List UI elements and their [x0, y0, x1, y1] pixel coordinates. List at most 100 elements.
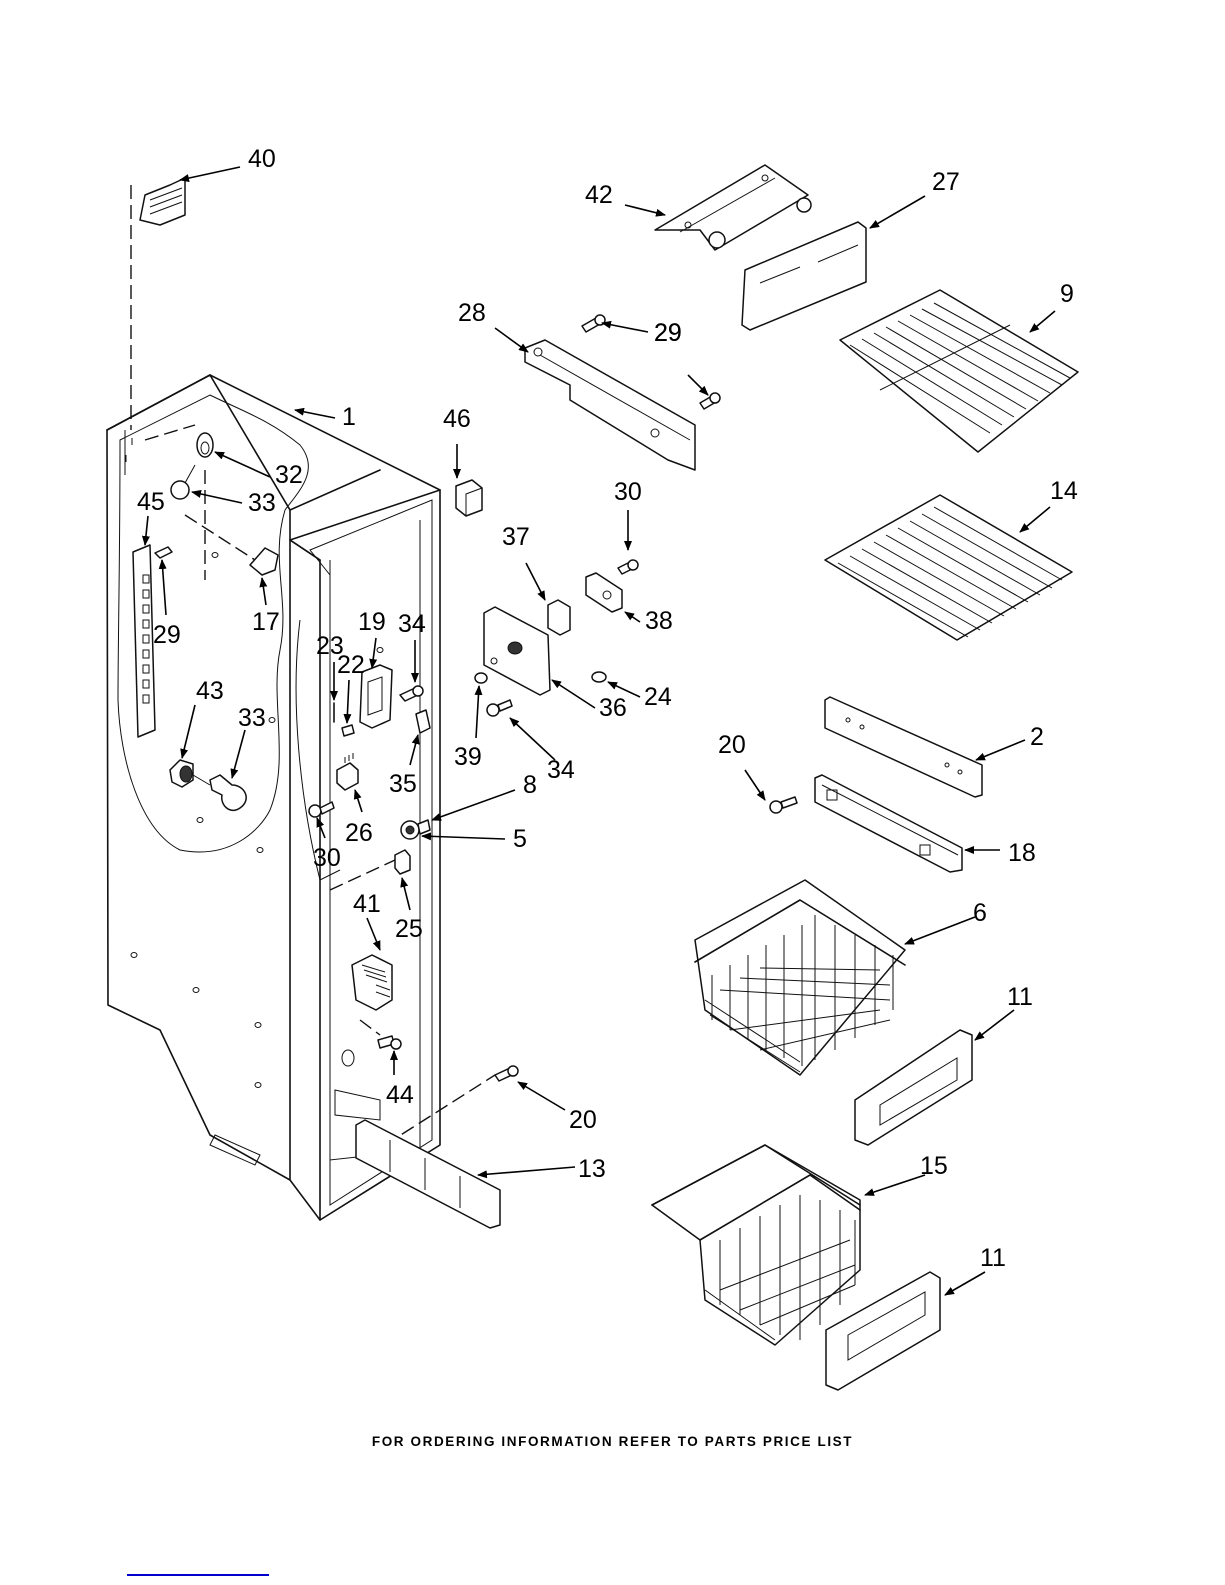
callout-label-lamp-socket[interactable]: 43 — [196, 677, 224, 705]
part-11-basket-front[interactable] — [855, 1030, 972, 1145]
leader-arrow-switch-cover — [410, 735, 418, 765]
callout-label-roller[interactable]: 5 — [513, 825, 527, 853]
part-43-lamp-socket[interactable] — [170, 760, 193, 787]
part-27-panel[interactable] — [742, 222, 866, 330]
part-22-clip[interactable] — [342, 725, 354, 736]
callout-label-screw-upper-b[interactable]: 29 — [654, 319, 682, 347]
leader-arrow-wire-shelf — [1030, 311, 1055, 332]
callout-label-spacer[interactable]: 8 — [523, 771, 537, 799]
part-44-screw[interactable] — [378, 1036, 401, 1049]
callout-label-slide-rail[interactable]: 18 — [1008, 839, 1036, 867]
callout-label-switch-housing[interactable]: 19 — [358, 608, 386, 636]
part-2-rail-cover[interactable] — [825, 697, 982, 797]
callout-label-screw-lower-left[interactable]: 30 — [313, 844, 341, 872]
callout-label-wire-basket[interactable]: 6 — [973, 899, 987, 927]
callout-label-basket-front-upper[interactable]: 11 — [1007, 983, 1033, 1011]
part-6-wire-basket[interactable] — [695, 880, 905, 1075]
callout-label-wire-shelf-flat[interactable]: 14 — [1050, 477, 1078, 505]
leader-arrow-switch-housing — [372, 638, 376, 668]
leader-arrow-lamp-socket — [182, 705, 195, 758]
leader-arrow-basket-front-upper — [975, 1010, 1014, 1040]
callout-label-screw-bottom[interactable]: 20 — [569, 1106, 597, 1134]
callout-label-screw-upper[interactable]: 34 — [398, 610, 426, 638]
leader-arrow-screw-rail — [745, 770, 765, 800]
part-33-bulb-lower[interactable] — [193, 775, 246, 810]
part-40-clip[interactable] — [140, 178, 185, 225]
callout-label-vent-cover[interactable]: 41 — [353, 890, 381, 918]
callout-label-bracket-thin[interactable]: 37 — [502, 523, 530, 551]
part-33-bulb[interactable] — [171, 465, 195, 499]
callout-label-bottom-bracket[interactable]: 13 — [578, 1155, 606, 1183]
part-34-screw-housing[interactable] — [487, 700, 512, 716]
callout-label-clip[interactable]: 40 — [248, 145, 276, 173]
link-underline[interactable] — [127, 1574, 269, 1576]
part-41-vent-cover[interactable] — [352, 955, 392, 1010]
callout-label-switch-cover[interactable]: 35 — [389, 770, 417, 798]
callout-label-clip-small[interactable]: 22 — [337, 651, 365, 679]
part-38-control-board[interactable] — [586, 573, 622, 612]
part-25-connector[interactable] — [395, 850, 410, 874]
callout-label-wire-shelf[interactable]: 9 — [1060, 280, 1074, 308]
callout-label-light-socket[interactable]: 32 — [275, 461, 303, 489]
callout-label-control-housing[interactable]: 36 — [599, 694, 627, 722]
callout-label-connector[interactable]: 25 — [395, 915, 423, 943]
callout-label-freezer-liner[interactable]: 1 — [342, 403, 356, 431]
leader-arrow-screw-lower-left — [317, 818, 325, 838]
callout-label-hinge-bracket[interactable]: 42 — [585, 181, 613, 209]
callout-label-bracket[interactable]: 17 — [252, 608, 280, 636]
leader-arrow-screw-bottom — [518, 1082, 565, 1110]
part-18-slide-rail[interactable] — [815, 775, 962, 872]
part-29-screw-upper-b[interactable] — [700, 393, 720, 409]
callout-label-screw-left[interactable]: 29 — [153, 621, 181, 649]
part-13-bottom-bracket[interactable] — [356, 1120, 500, 1228]
callout-label-light-bulb[interactable]: 33 — [238, 704, 266, 732]
callout-label-shelf-rail[interactable]: 45 — [137, 488, 165, 516]
leader-arrow-wire-basket — [905, 917, 975, 944]
part-17-bracket[interactable] — [250, 548, 278, 575]
part-14-wire-shelf[interactable] — [825, 495, 1072, 640]
callout-label-rail-cover[interactable]: 2 — [1030, 723, 1044, 751]
callout-label-screw-housing[interactable]: 34 — [547, 756, 575, 784]
part-20-screw[interactable] — [495, 1066, 518, 1081]
leader-arrow-mount-bracket — [495, 328, 528, 352]
callout-label-mount-bracket[interactable]: 28 — [458, 299, 486, 327]
part-42-hinge-bracket[interactable] — [655, 165, 811, 250]
part-20-screw-rail[interactable] — [770, 797, 797, 813]
callout-label-knob-shaft[interactable]: 39 — [454, 743, 482, 771]
leader-arrow-basket-front-lower — [945, 1272, 985, 1295]
part-29-screw[interactable] — [155, 547, 172, 558]
callout-label-screw-rail[interactable]: 20 — [718, 731, 746, 759]
part-46-cover[interactable] — [456, 480, 482, 516]
leader-arrow-freezer-liner — [295, 410, 335, 418]
part-9-wire-shelf[interactable] — [840, 290, 1078, 452]
callout-label-wire-basket-lower[interactable]: 15 — [920, 1152, 948, 1180]
part-24-plug[interactable] — [592, 672, 606, 682]
part-37-bracket[interactable] — [548, 600, 570, 635]
part-32-socket[interactable] — [197, 433, 213, 457]
leader-arrow-wire-basket-lower — [865, 1175, 925, 1195]
part-36-control-housing[interactable] — [484, 607, 550, 695]
callout-label-panel[interactable]: 27 — [932, 168, 960, 196]
part-39-knob[interactable] — [475, 673, 487, 683]
callout-label-basket-front-lower[interactable]: 11 — [980, 1244, 1006, 1272]
leader-arrow-panel — [870, 196, 925, 228]
leader-arrow-light-bulb — [232, 730, 245, 778]
callout-label-light-bulb-top[interactable]: 33 — [248, 489, 276, 517]
part-30-screw-board[interactable] — [618, 560, 638, 574]
part-29-screw-upper-a[interactable] — [582, 315, 605, 332]
leader-arrow-control-board — [625, 612, 640, 622]
callout-label-screw-vent[interactable]: 44 — [386, 1081, 414, 1109]
callout-label-circuit-board[interactable]: 26 — [345, 819, 373, 847]
part-15-wire-basket[interactable] — [652, 1145, 860, 1345]
callout-label-cover[interactable]: 46 — [443, 405, 471, 433]
part-26-circuit-board[interactable] — [337, 753, 358, 790]
leader-arrow-knob-shaft — [476, 686, 479, 738]
callout-label-screw-board[interactable]: 30 — [614, 478, 642, 506]
part-28-mount-bracket[interactable] — [525, 340, 695, 470]
part-45-rail[interactable] — [133, 545, 155, 737]
callout-label-control-board[interactable]: 38 — [645, 607, 673, 635]
leader-arrow-clip-small — [347, 680, 349, 723]
callout-label-plug[interactable]: 24 — [644, 683, 672, 711]
part-35-switch-cover[interactable] — [416, 710, 430, 733]
